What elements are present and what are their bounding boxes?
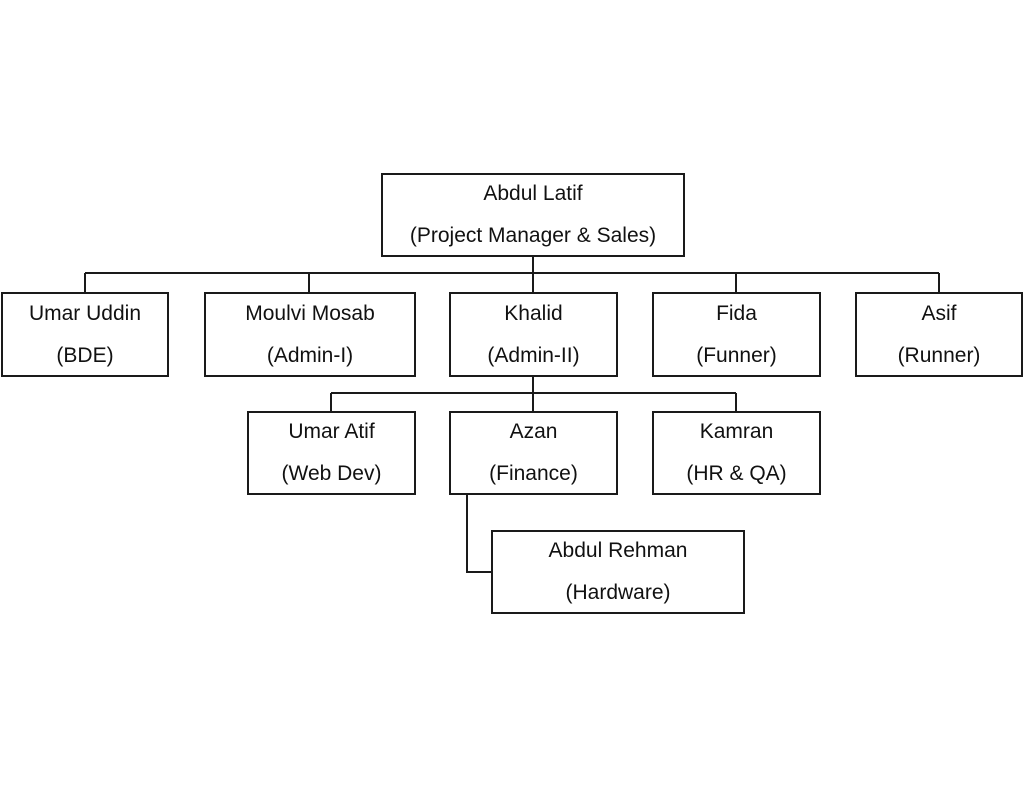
node-name: Azan [509, 420, 558, 443]
node-khalid: Khalid (Admin-II) [449, 292, 618, 377]
node-role: (BDE) [56, 343, 114, 367]
node-role: (Admin-II) [487, 343, 580, 367]
node-role: (Hardware) [565, 581, 671, 604]
node-kamran: Kamran (HR & QA) [652, 411, 821, 495]
node-asif: Asif (Runner) [855, 292, 1023, 377]
node-umar-atif: Umar Atif (Web Dev) [247, 411, 416, 495]
node-role: (Finance) [489, 462, 578, 485]
node-role: (Admin-I) [266, 343, 354, 367]
node-name: Abdul Rehman [548, 539, 688, 562]
node-name: Kamran [699, 420, 774, 443]
node-role: (Project Manager & Sales) [409, 224, 657, 247]
node-name: Khalid [504, 301, 563, 325]
node-name: Umar Uddin [28, 301, 142, 325]
node-umar-uddin: Umar Uddin (BDE) [1, 292, 169, 377]
node-name: Asif [921, 301, 957, 325]
node-role: (Runner) [897, 343, 981, 367]
node-azan: Azan (Finance) [449, 411, 618, 495]
node-name: Fida [716, 301, 757, 325]
node-name: Umar Atif [288, 420, 375, 443]
node-abdul-latif: Abdul Latif (Project Manager & Sales) [381, 173, 685, 257]
connector-abdul-rehman [466, 494, 491, 573]
node-name: Moulvi Mosab [245, 301, 375, 325]
node-fida: Fida (Funner) [652, 292, 821, 377]
node-moulvi-mosab: Moulvi Mosab (Admin-I) [204, 292, 416, 377]
node-role: (HR & QA) [686, 462, 787, 485]
node-role: (Web Dev) [281, 462, 382, 485]
node-abdul-rehman: Abdul Rehman (Hardware) [491, 530, 745, 614]
node-role: (Funner) [696, 343, 777, 367]
node-name: Abdul Latif [483, 182, 583, 205]
